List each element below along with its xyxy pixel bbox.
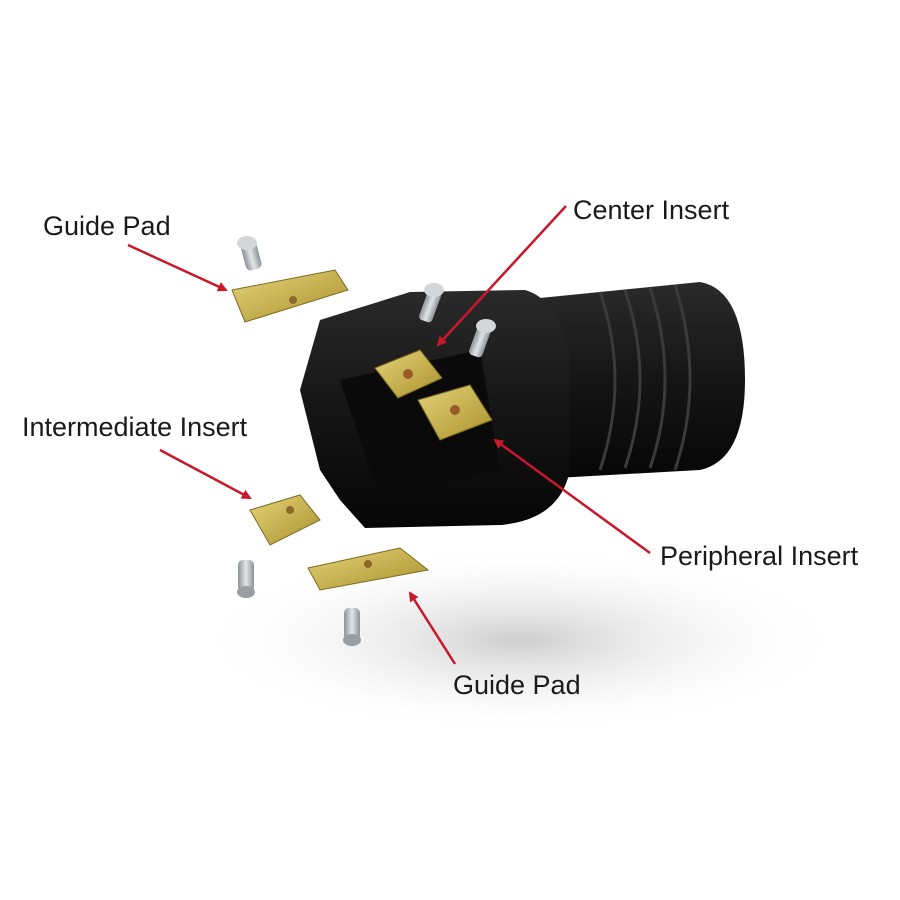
drill-shank (520, 282, 745, 480)
screw (469, 319, 496, 358)
label-center-insert: Center Insert (573, 195, 730, 225)
peripheral-insert (417, 384, 493, 441)
guide-pad-bottom (307, 547, 430, 591)
label-peripheral-insert: Peripheral Insert (660, 541, 859, 571)
arrow-guide-pad-top (127, 243, 228, 292)
arrow-guide-pad-bottom (408, 591, 457, 665)
label-guide-pad-bottom: Guide Pad (453, 670, 581, 700)
label-intermediate-insert: Intermediate Insert (22, 412, 248, 442)
screw (237, 560, 255, 598)
arrow-intermediate-insert (159, 448, 252, 500)
guide-pad-top (231, 269, 349, 323)
intermediate-insert (249, 494, 321, 546)
label-guide-pad-top: Guide Pad (43, 211, 171, 241)
screw (343, 608, 361, 646)
screw (419, 283, 444, 323)
arrow-center-insert (436, 205, 567, 347)
center-insert (374, 349, 443, 399)
screw (237, 236, 262, 271)
arrow-peripheral-insert (493, 438, 651, 555)
floor-shadow (190, 545, 850, 735)
